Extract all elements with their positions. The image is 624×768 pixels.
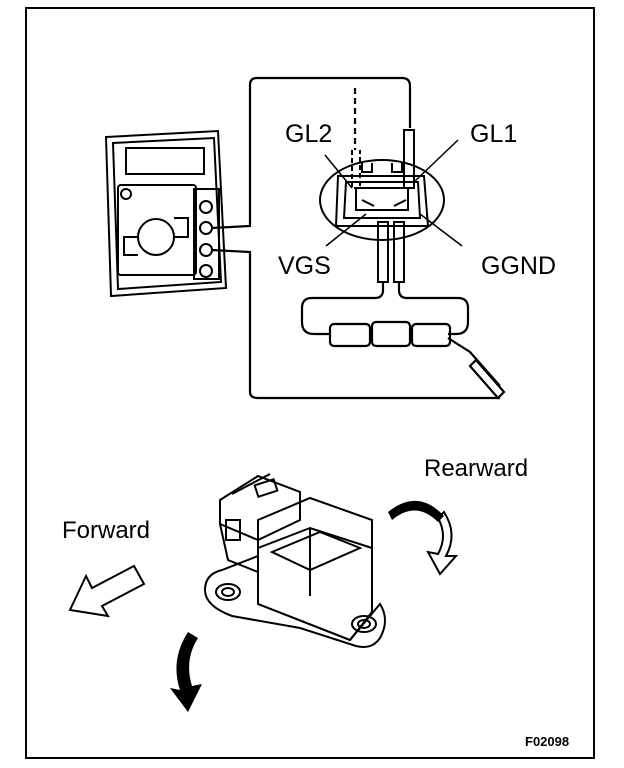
- curved-arrow-icon: [388, 500, 459, 576]
- label-ggnd: GGND: [481, 252, 556, 280]
- multimeter-icon: [104, 129, 228, 298]
- figure-frame: [25, 7, 595, 759]
- figure-id: F02098: [525, 734, 569, 749]
- leader-lines: [324, 139, 463, 247]
- label-forward: Forward: [62, 517, 150, 544]
- curved-arrow-down-icon: [170, 632, 202, 712]
- label-rearward: Rearward: [424, 455, 528, 482]
- connector-icon: [319, 129, 445, 283]
- label-gl1: GL1: [470, 120, 517, 148]
- arrow-left-down-icon: [68, 564, 146, 618]
- label-gl2: GL2: [285, 120, 332, 148]
- probe-cable: [300, 282, 506, 400]
- meter-wires: [211, 76, 500, 400]
- yaw-rate-sensor-icon: [203, 473, 386, 648]
- label-vgs: VGS: [278, 252, 331, 280]
